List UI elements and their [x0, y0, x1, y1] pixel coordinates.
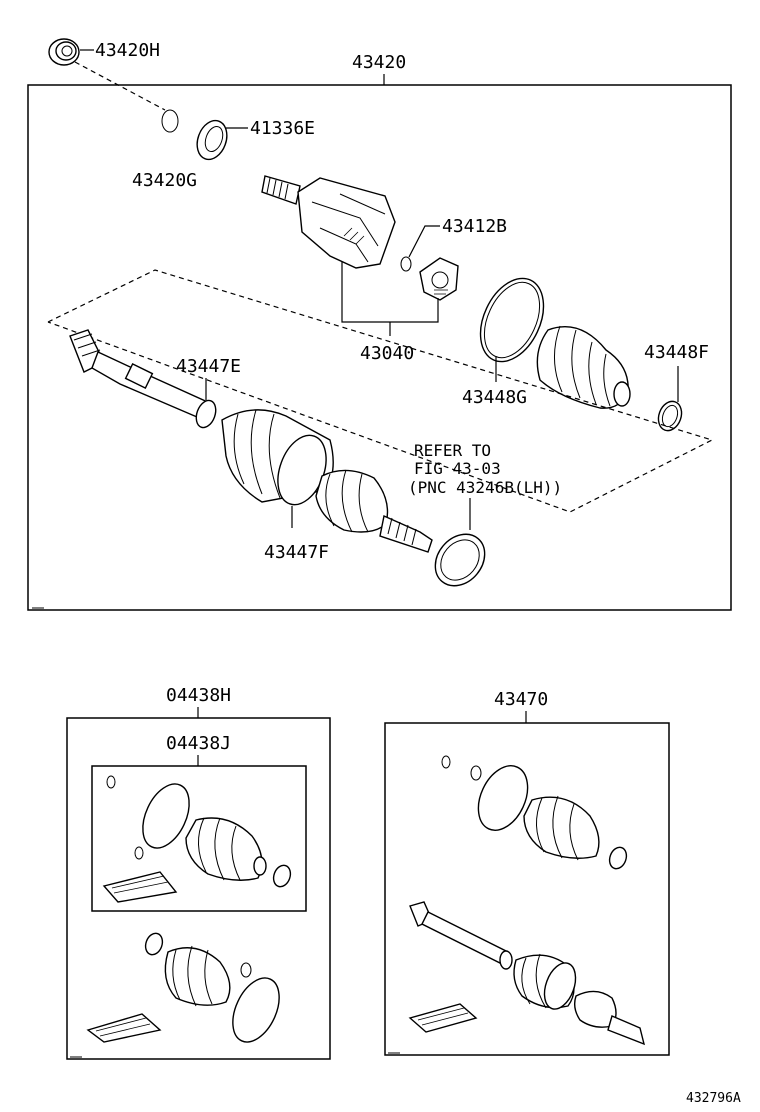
- kit-43470-boot-parts-icon[interactable]: [441, 755, 629, 871]
- kit-box-04438h: [66, 717, 331, 1060]
- refer-note-line1: REFER TO: [414, 441, 491, 460]
- label-43447f[interactable]: 43447F: [264, 542, 329, 563]
- nut-43420h-icon[interactable]: [48, 38, 80, 66]
- seal-41336e-icon[interactable]: [192, 116, 232, 163]
- inboard-boot-icon[interactable]: [536, 325, 631, 409]
- label-43420h[interactable]: 43420H: [95, 40, 160, 61]
- figure-id: 432796A: [686, 1091, 741, 1106]
- kit-box-04438j: [91, 765, 307, 912]
- label-43448f[interactable]: 43448F: [644, 342, 709, 363]
- label-43420g[interactable]: 43420G: [132, 170, 197, 191]
- assembly-box-43420: [27, 84, 732, 611]
- leader-43412b: [408, 225, 440, 258]
- label-43040[interactable]: 43040: [360, 343, 414, 364]
- label-43470[interactable]: 43470: [494, 689, 548, 710]
- band-43448f-icon[interactable]: [655, 398, 686, 434]
- kit-j-parts-icon[interactable]: [102, 775, 293, 903]
- label-43448g[interactable]: 43448G: [462, 387, 527, 408]
- refer-note-line2: FIG 43-03: [414, 459, 501, 478]
- clip-43412b-icon[interactable]: [400, 256, 412, 272]
- label-43420[interactable]: 43420: [352, 52, 406, 73]
- drive-shaft-assembly-icon[interactable]: [69, 329, 433, 553]
- dust-seal-ring-icon[interactable]: [425, 524, 495, 595]
- label-04438j[interactable]: 04438J: [166, 733, 231, 754]
- label-43412b[interactable]: 43412B: [442, 216, 507, 237]
- inboard-joint-housing-icon[interactable]: [261, 175, 396, 269]
- subassembly-dashed-outline: [47, 269, 714, 513]
- kit-43470-shaft-icon[interactable]: [408, 901, 646, 1046]
- label-04438h[interactable]: 04438H: [166, 685, 231, 706]
- tripod-icon[interactable]: [419, 257, 459, 301]
- label-41336e[interactable]: 41336E: [250, 118, 315, 139]
- dashed-leader-43420h: [74, 61, 166, 111]
- kit-h-parts-icon[interactable]: [86, 931, 288, 1049]
- snap-ring-43420g-icon[interactable]: [161, 109, 179, 133]
- refer-note-line3[interactable]: (PNC 43246B(LH)): [408, 478, 562, 497]
- kit-box-43470: [384, 722, 670, 1056]
- label-43447e[interactable]: 43447E: [176, 356, 241, 377]
